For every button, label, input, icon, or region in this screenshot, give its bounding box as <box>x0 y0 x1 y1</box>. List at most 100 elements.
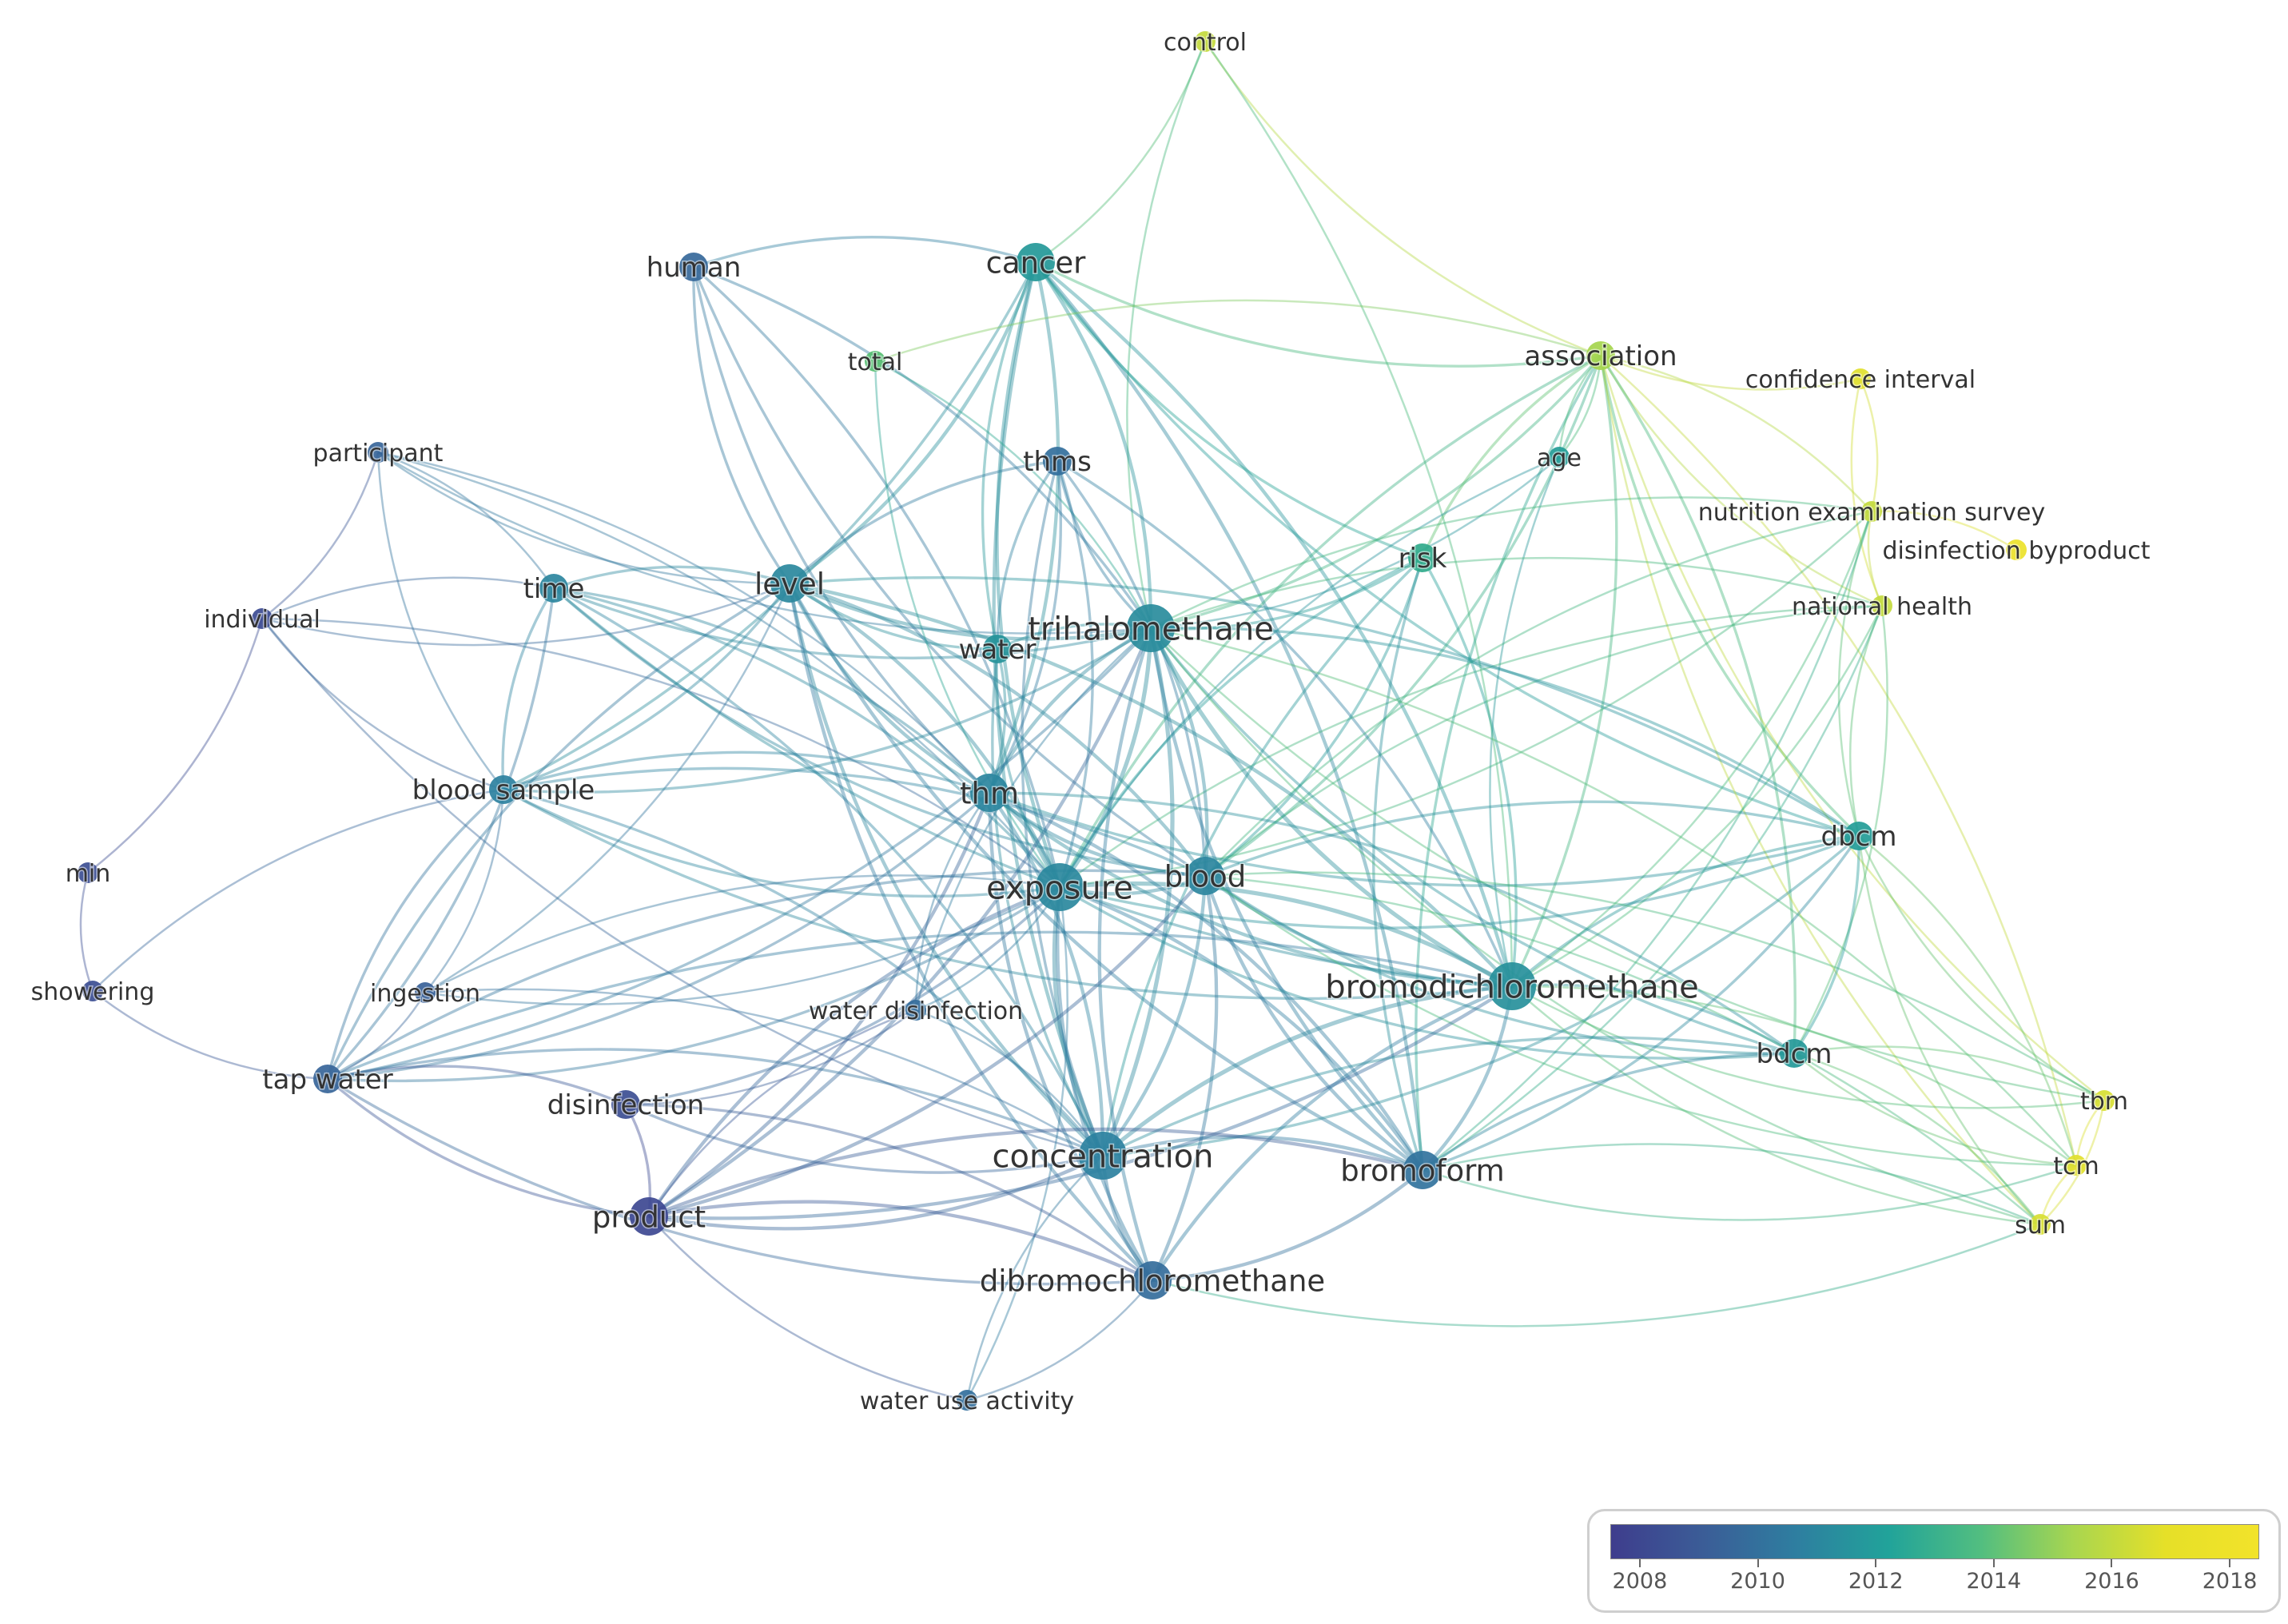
node-min[interactable] <box>78 862 98 883</box>
edge-human-cancer <box>693 236 1037 269</box>
node-label-bdcm[interactable]: bdcm <box>1755 1037 1833 1072</box>
node-ingestion[interactable] <box>415 982 436 1003</box>
node-label-total[interactable]: total <box>846 347 904 377</box>
node-human[interactable] <box>679 253 708 281</box>
node-blood[interactable] <box>1186 857 1224 895</box>
node-label-bromodichloromethane[interactable]: bromodichloromethane <box>1324 968 1700 1007</box>
node-label-confidence-interval[interactable]: confidence interval <box>1744 364 1976 395</box>
edge-bromodichloromethane-sum <box>1511 985 2041 1226</box>
node-bromoform[interactable] <box>1403 1151 1442 1189</box>
node-label-time[interactable]: time <box>522 572 586 607</box>
edge-individual-exposure <box>261 617 1060 889</box>
edge-blood_sample-concentration <box>503 788 1104 1157</box>
node-label-water-use-activity[interactable]: water use activity <box>858 1386 1075 1416</box>
node-sum[interactable] <box>2030 1214 2051 1235</box>
edge-exposure-bdcm <box>1059 886 1795 1060</box>
node-water[interactable] <box>983 635 1012 663</box>
node-label-cancer[interactable]: cancer <box>985 245 1088 281</box>
edge-exposure-bromodichloromethane <box>1059 881 1514 989</box>
node-bdcm[interactable] <box>1780 1039 1809 1068</box>
node-label-blood-sample[interactable]: blood sample <box>411 774 596 808</box>
node-national-health[interactable] <box>1872 595 1892 616</box>
node-label-human[interactable]: human <box>645 251 742 285</box>
node-bromodichloromethane[interactable] <box>1488 962 1536 1010</box>
node-label-control[interactable]: control <box>1163 27 1248 58</box>
node-label-sum[interactable]: sum <box>2014 1210 2067 1240</box>
node-label-level[interactable]: level <box>754 566 826 603</box>
edge-water_disinfection-concentration <box>915 1009 1104 1156</box>
node-label-tbm[interactable]: tbm <box>2079 1086 2129 1116</box>
node-product[interactable] <box>630 1197 668 1236</box>
node-age[interactable] <box>1549 447 1570 468</box>
node-label-water-disinfection[interactable]: water disinfection <box>807 996 1024 1026</box>
legend-tick-label: 2016 <box>2084 1569 2139 1594</box>
node-label-thms[interactable]: thms <box>1022 445 1093 480</box>
node-label-nutrition-examination-survey[interactable]: nutrition examination survey <box>1697 497 2046 527</box>
edge-risk-bromodichloromethane <box>1421 557 1518 987</box>
node-risk[interactable] <box>1408 543 1437 572</box>
node-label-bromoform[interactable]: bromoform <box>1339 1152 1506 1189</box>
node-label-concentration[interactable]: concentration <box>991 1137 1215 1176</box>
node-total[interactable] <box>865 351 885 372</box>
node-blood-sample[interactable] <box>489 775 518 804</box>
node-label-risk[interactable]: risk <box>1397 542 1448 576</box>
node-label-min[interactable]: min <box>64 858 112 889</box>
edge-confidence_interval-national_health <box>1850 378 1884 607</box>
node-label-disinfection-byproduct[interactable]: disinfection byproduct <box>1881 535 2151 566</box>
node-label-exposure[interactable]: exposure <box>985 869 1135 908</box>
node-water-use-activity[interactable] <box>957 1390 977 1411</box>
node-thm[interactable] <box>970 774 1009 812</box>
node-label-showering[interactable]: showering <box>30 977 156 1007</box>
edge-time-concentration <box>553 587 1104 1156</box>
node-trihalomethane[interactable] <box>1127 604 1175 652</box>
node-label-participant[interactable]: participant <box>312 438 444 468</box>
node-label-disinfection[interactable]: disinfection <box>546 1089 705 1123</box>
node-label-national-health[interactable]: national health <box>1790 591 1973 622</box>
edge-thm-bromoform <box>989 791 1424 1172</box>
node-label-water[interactable]: water <box>957 633 1037 667</box>
node-time[interactable] <box>539 574 568 603</box>
node-label-individual[interactable]: individual <box>203 604 322 635</box>
node-tbm[interactable] <box>2094 1090 2115 1111</box>
node-showering[interactable] <box>82 981 103 1001</box>
node-nutrition-examination-survey[interactable] <box>1861 501 1882 522</box>
node-water-disinfection[interactable] <box>905 1000 926 1021</box>
node-exposure[interactable] <box>1036 863 1084 911</box>
edge-product-water_use_activity <box>648 1216 968 1402</box>
node-label-tcm[interactable]: tcm <box>2052 1151 2100 1181</box>
edge-blood-bromodichloromethane <box>1204 874 1513 989</box>
edge-bromodichloromethane-tcm <box>1511 985 2077 1167</box>
node-control[interactable] <box>1195 31 1216 52</box>
node-label-dbcm[interactable]: dbcm <box>1820 820 1898 854</box>
node-level[interactable] <box>770 564 809 603</box>
node-concentration[interactable] <box>1079 1132 1127 1180</box>
edge-exposure-water_disinfection <box>915 886 1061 1012</box>
node-individual[interactable] <box>252 608 273 629</box>
edge-product-dibromochloromethane <box>648 1200 1153 1282</box>
node-dbcm[interactable] <box>1844 822 1873 850</box>
edge-control-cancer <box>1035 41 1207 264</box>
edge-water_disinfection-product <box>647 1009 917 1217</box>
node-cancer[interactable] <box>1017 243 1055 281</box>
edge-trihalomethane-bromodichloromethane <box>1148 627 1514 989</box>
node-disinfection-byproduct[interactable] <box>2006 539 2027 560</box>
node-tcm[interactable] <box>2066 1155 2087 1176</box>
node-dibromochloromethane[interactable] <box>1133 1261 1172 1300</box>
node-label-thm[interactable]: thm <box>959 775 1021 812</box>
node-confidence-interval[interactable] <box>1850 368 1871 389</box>
edge-age-exposure <box>1058 456 1560 888</box>
node-thms[interactable] <box>1043 447 1072 476</box>
node-label-product[interactable]: product <box>591 1199 706 1236</box>
node-participant[interactable] <box>368 442 388 463</box>
node-tap-water[interactable] <box>313 1065 342 1093</box>
node-label-age[interactable]: age <box>1536 443 1583 473</box>
node-disinfection[interactable] <box>611 1090 640 1119</box>
node-label-association[interactable]: association <box>1523 340 1678 374</box>
node-label-ingestion[interactable]: ingestion <box>369 978 482 1009</box>
node-label-dibromochloromethane[interactable]: dibromochloromethane <box>978 1263 1326 1300</box>
node-label-blood[interactable]: blood <box>1163 858 1247 895</box>
node-label-trihalomethane[interactable]: trihalomethane <box>1027 610 1275 649</box>
node-label-tap-water[interactable]: tap water <box>261 1063 394 1097</box>
node-association[interactable] <box>1586 341 1615 370</box>
